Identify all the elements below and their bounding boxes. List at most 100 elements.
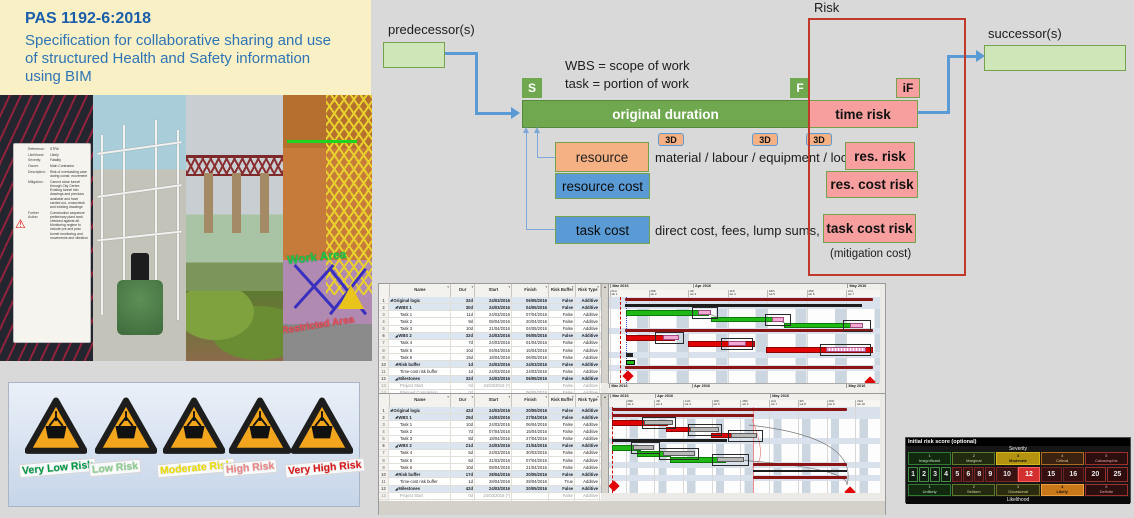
gantt-table-row[interactable]: 5 Task 3 8d 18/04/2016 27/04/2016 False …: [379, 435, 601, 443]
score-cell-1[interactable]: 1: [908, 467, 919, 482]
gantt-table-row[interactable]: 3 Task 1 11d 24/03/2016 07/04/2016 False…: [379, 311, 601, 319]
score-cell-10[interactable]: 10: [996, 467, 1018, 482]
gantt-table-row[interactable]: 2 ◢WBS 1 25d 24/03/2016 27/04/2016 False…: [379, 414, 601, 422]
collapse-icon[interactable]: ◢: [395, 376, 398, 381]
collapse-icon[interactable]: ◢: [395, 486, 398, 491]
gantt-column-header[interactable]: Finish ▼: [512, 284, 550, 297]
gantt-column-header[interactable]: Risk Buffer ▼: [549, 394, 576, 407]
gantt-table-row[interactable]: 11 Time-cost risk buffer 1d 28/04/2016 2…: [379, 478, 601, 486]
gantt-sum-black-bar[interactable]: [625, 304, 863, 307]
gantt-table-row[interactable]: 4 Task 2 9d 08/04/2016 20/04/2016 False …: [379, 318, 601, 326]
gantt-column-header[interactable]: Risk Type ▼: [576, 394, 602, 407]
collapse-icon[interactable]: ◢: [390, 298, 393, 303]
likelihood-cell-likely[interactable]: 4 Likely: [1040, 484, 1084, 496]
gantt-table-row[interactable]: 13 Project Start 0d 24/03/2016 (*) False…: [379, 492, 601, 500]
filter-dropdown-icon[interactable]: ▼: [544, 395, 548, 399]
gantt-sum-black-bar[interactable]: [611, 438, 727, 442]
severity-cell-marginal[interactable]: 2 Marginal: [952, 452, 996, 465]
gantt-table-row[interactable]: 10 ◢Risk buffer 17d 28/04/2016 20/05/201…: [379, 471, 601, 479]
gantt-table-row[interactable]: 1 ◢Original logic 32d 24/03/2016 06/05/2…: [379, 297, 601, 305]
score-cell-15[interactable]: 15: [1040, 467, 1062, 482]
score-cell-4[interactable]: 4: [941, 467, 952, 482]
severity-cell-moderate[interactable]: 3 Moderate: [996, 452, 1040, 465]
score-cell-25[interactable]: 25: [1106, 467, 1129, 482]
score-cell-20[interactable]: 20: [1084, 467, 1107, 482]
filter-dropdown-icon[interactable]: ▼: [470, 285, 474, 289]
collapse-icon[interactable]: ◢: [395, 333, 398, 338]
score-cell-2[interactable]: 2: [919, 467, 930, 482]
collapse-icon[interactable]: ◢: [395, 415, 398, 420]
gantt-callout-bar[interactable]: [630, 442, 660, 455]
filter-dropdown-icon[interactable]: ▼: [596, 395, 600, 399]
gantt-callout-bar[interactable]: [711, 454, 750, 467]
gantt-column-header[interactable]: Name ▼: [390, 284, 452, 297]
gantt-sum-red-bar[interactable]: [625, 365, 874, 369]
gantt-table-row[interactable]: 8 Task 5 10d 04/04/2016 15/04/2016 False…: [379, 346, 601, 355]
gantt-sum-red-bar[interactable]: [625, 298, 874, 301]
gantt-table-row[interactable]: 9 Task 6 10d 08/04/2016 21/04/2016 False…: [379, 464, 601, 472]
gantt-sum-red-bar[interactable]: [752, 463, 848, 467]
gantt-column-header[interactable]: Name ▼: [390, 394, 452, 407]
gantt-diamond-big-bar[interactable]: [622, 370, 634, 382]
gantt-table-row[interactable]: 4 Task 2 7d 07/04/2016 15/04/2016 False …: [379, 428, 601, 436]
gantt-table-row[interactable]: 8 Task 5 6d 31/03/2016 07/04/2016 False …: [379, 456, 601, 465]
gantt-sum-red-bar[interactable]: [752, 475, 848, 479]
gantt-callout-bar[interactable]: [728, 429, 763, 442]
gantt-callout-bar[interactable]: [820, 344, 872, 357]
gantt-marker-bar[interactable]: [698, 310, 712, 316]
gantt-sum-red-bar[interactable]: [625, 328, 874, 332]
gantt-table-row[interactable]: 13 Project Start 0d 24/03/2016 (*) False…: [379, 382, 601, 390]
gantt-table-row[interactable]: 11 Time-cost risk buffer 1d 24/03/2016 2…: [379, 368, 601, 376]
collapse-icon[interactable]: ◢: [395, 305, 398, 310]
gantt-column-header[interactable]: Start ▼: [475, 394, 513, 407]
gantt-table-row[interactable]: 12 ◢Milestones 32d 24/03/2016 06/05/2016…: [379, 375, 601, 383]
score-cell-5[interactable]: 5: [952, 467, 963, 482]
score-cell-16[interactable]: 16: [1062, 467, 1084, 482]
gantt-callout-bar[interactable]: [691, 307, 719, 320]
gantt-gray-bar[interactable]: [690, 426, 720, 432]
gantt-table-row[interactable]: 6 ◢WBS 2 21d 24/03/2016 21/04/2016 False…: [379, 442, 601, 450]
gantt-column-header[interactable]: Dur ▼: [451, 284, 476, 297]
gantt-task-red-bar[interactable]: [687, 341, 755, 347]
score-cell-3[interactable]: 3: [930, 467, 941, 482]
gantt-marker-bar[interactable]: [663, 335, 679, 341]
gantt-column-header[interactable]: Risk Type ▼: [576, 284, 602, 297]
gantt-marker-bar[interactable]: [728, 341, 747, 347]
gantt-callout-bar[interactable]: [641, 417, 677, 430]
severity-cell-critical[interactable]: 4 Critical: [1040, 452, 1084, 465]
gantt-callout-bar[interactable]: [687, 423, 723, 436]
score-cell-6[interactable]: 6: [963, 467, 974, 482]
gantt-diamond-big-bar[interactable]: [609, 480, 621, 492]
gantt-buffer-black-bar[interactable]: [625, 353, 633, 357]
gantt-column-header[interactable]: Dur ▼: [451, 394, 476, 407]
filter-dropdown-icon[interactable]: ▼: [470, 395, 474, 399]
gantt-table-row[interactable]: 1 ◢Original logic 42d 24/03/2016 20/05/2…: [379, 407, 601, 415]
likelihood-cell-unlikely[interactable]: 1 Unlikely: [908, 484, 952, 496]
severity-cell-catastrophic[interactable]: 5 Catastrophic: [1084, 452, 1129, 465]
gantt-column-header[interactable]: Start ▼: [475, 284, 513, 297]
collapse-icon[interactable]: ◢: [395, 443, 398, 448]
gantt-sum-red-bar[interactable]: [611, 414, 754, 418]
collapse-icon[interactable]: ◢: [395, 362, 398, 367]
gantt-table-row[interactable]: 2 ◢WBS 1 30d 24/03/2016 04/05/2016 False…: [379, 304, 601, 312]
gantt-gray-bar[interactable]: [663, 451, 695, 457]
gantt-sum-red-bar[interactable]: [611, 408, 848, 411]
filter-dropdown-icon[interactable]: ▼: [507, 395, 511, 399]
score-cell-9[interactable]: 9: [985, 467, 996, 482]
gantt-callout-bar[interactable]: [721, 338, 754, 351]
gantt-task-red-bar[interactable]: [766, 347, 873, 353]
gantt-column-header[interactable]: Risk Buffer ▼: [549, 284, 576, 297]
gantt-table-row[interactable]: 7 Task 4 5d 24/03/2016 30/03/2016 False …: [379, 449, 601, 457]
collapse-icon[interactable]: ◢: [395, 472, 398, 477]
gantt-callout-bar[interactable]: [764, 313, 792, 326]
filter-dropdown-icon[interactable]: ▼: [446, 285, 450, 289]
likelihood-cell-seldom[interactable]: 2 Seldom: [952, 484, 996, 496]
gantt-marker-striped-bar[interactable]: [825, 347, 866, 353]
gantt-buffer-green-bar[interactable]: [625, 359, 635, 366]
score-cell-12[interactable]: 12: [1018, 467, 1040, 482]
gantt-table-row[interactable]: 6 ◢WBS 2 32d 24/03/2016 06/05/2016 False…: [379, 332, 601, 340]
filter-dropdown-icon[interactable]: ▼: [596, 285, 600, 289]
gantt-sum-black-bar[interactable]: [752, 469, 848, 473]
gantt-diamond-big-bar[interactable]: [844, 486, 856, 493]
gantt-gray-bar[interactable]: [633, 445, 655, 451]
